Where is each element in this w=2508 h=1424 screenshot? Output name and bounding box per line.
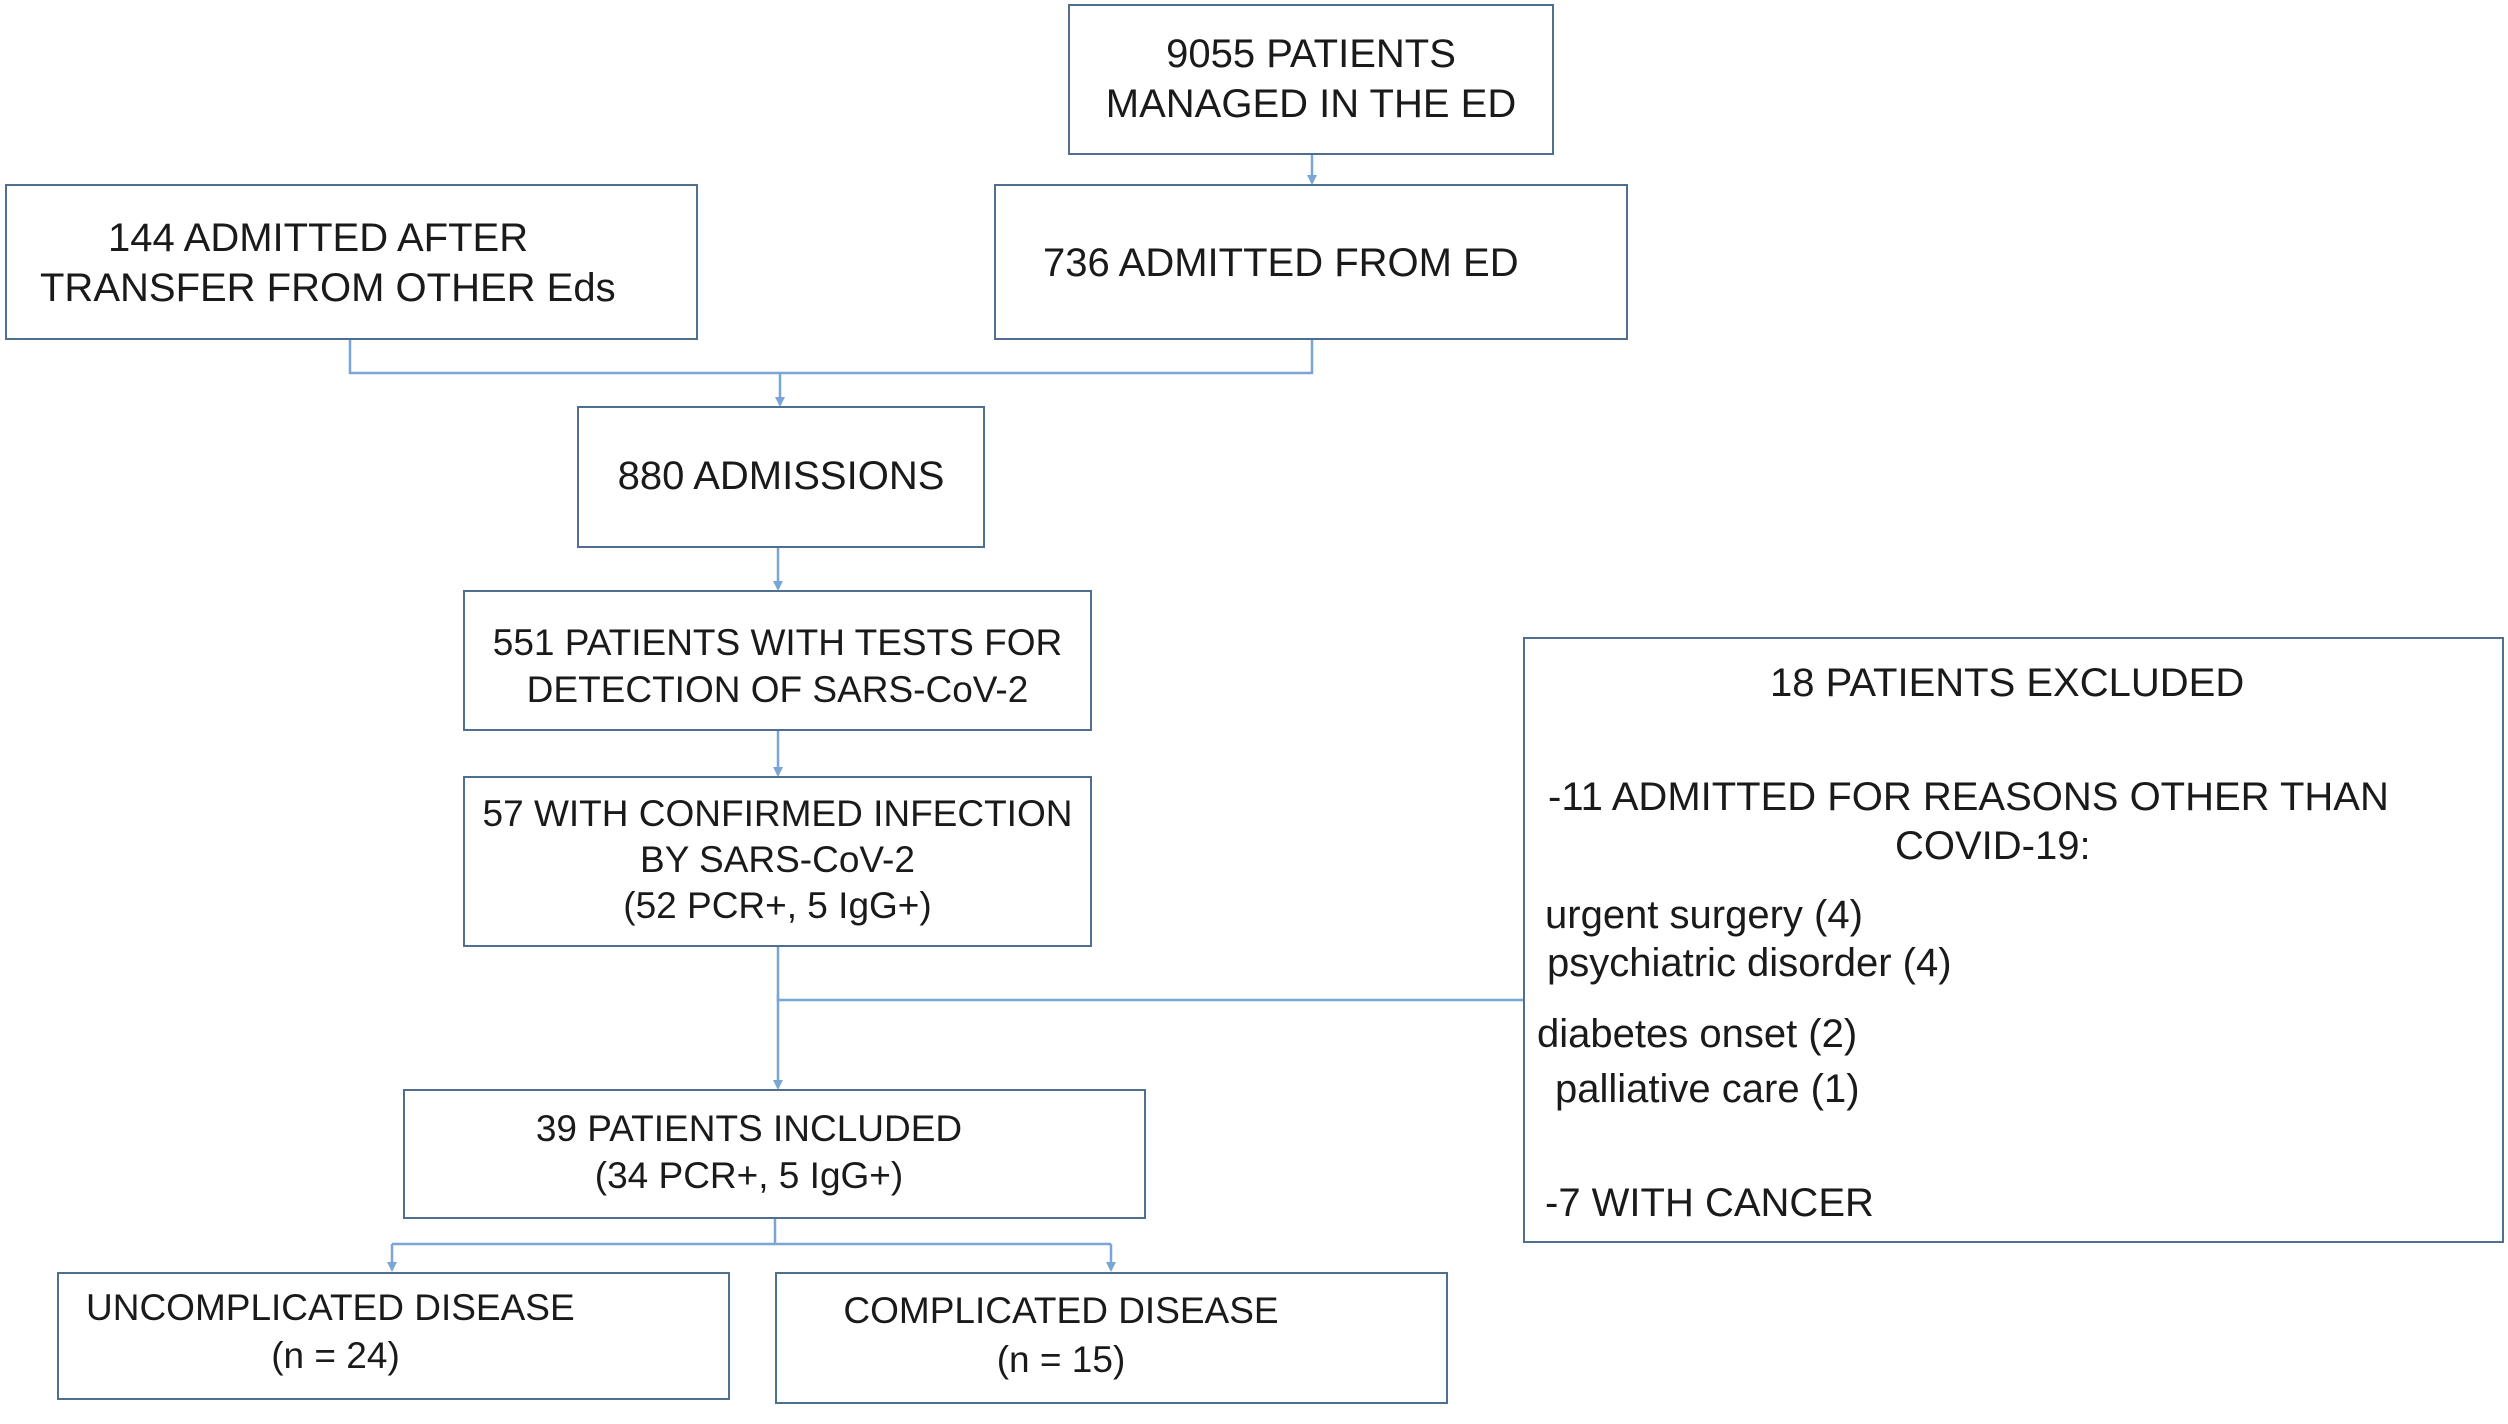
box-confirmed xyxy=(463,776,1092,947)
excluded-title: 18 PATIENTS EXCLUDED xyxy=(1770,661,2245,705)
excluded-item-psychiatric: psychiatric disorder (4) xyxy=(1547,941,1952,985)
box-transferred xyxy=(5,184,698,340)
managed-ed-line1: 9055 PATIENTS xyxy=(1166,32,1456,76)
admitted-ed-line1: 736 ADMITTED FROM ED xyxy=(1043,241,1519,285)
excluded-item-surgery: urgent surgery (4) xyxy=(1545,893,1863,937)
managed-ed-line2: MANAGED IN THE ED xyxy=(1105,82,1517,126)
confirmed-line1: 57 WITH CONFIRMED INFECTION xyxy=(482,793,1073,834)
complicated-line2: (n = 15) xyxy=(996,1339,1126,1380)
included-line1: 39 PATIENTS INCLUDED xyxy=(535,1108,963,1149)
box-managed-ed xyxy=(1068,4,1554,155)
tested-line1: 551 PATIENTS WITH TESTS FOR xyxy=(492,622,1063,663)
box-admitted-ed xyxy=(994,184,1628,340)
uncomplicated-line2: (n = 24) xyxy=(271,1335,400,1376)
tested-line2: DETECTION OF SARS-CoV-2 xyxy=(526,669,1029,710)
box-included xyxy=(403,1089,1146,1219)
arrow-to-excluded xyxy=(776,995,1587,1005)
box-complicated xyxy=(775,1272,1448,1404)
excluded-reasons-line1: -11 ADMITTED FOR REASONS OTHER THAN xyxy=(1548,775,2389,819)
confirmed-line3: (52 PCR+, 5 IgG+) xyxy=(623,885,932,926)
included-line2: (34 PCR+, 5 IgG+) xyxy=(594,1155,904,1196)
admissions-line1: 880 ADMISSIONS xyxy=(617,454,945,498)
connector-transferred-admitted xyxy=(348,340,1314,375)
box-excluded xyxy=(1523,637,2504,1243)
complicated-line1: COMPLICATED DISEASE xyxy=(843,1290,1279,1331)
transferred-line2: TRANSFER FROM OTHER Eds xyxy=(40,266,616,310)
box-tested xyxy=(463,590,1092,731)
uncomplicated-line1: UNCOMPLICATED DISEASE xyxy=(86,1287,575,1328)
excluded-item-palliative: palliative care (1) xyxy=(1555,1067,1860,1111)
confirmed-line2: BY SARS-CoV-2 xyxy=(640,839,915,880)
box-admissions xyxy=(577,406,985,548)
excluded-item-diabetes: diabetes onset (2) xyxy=(1537,1012,1858,1056)
box-uncomplicated xyxy=(57,1272,730,1400)
excluded-cancer: -7 WITH CANCER xyxy=(1545,1181,1874,1225)
excluded-reasons-line2: COVID-19: xyxy=(1895,824,2091,868)
transferred-line1: 144 ADMITTED AFTER xyxy=(108,216,529,260)
